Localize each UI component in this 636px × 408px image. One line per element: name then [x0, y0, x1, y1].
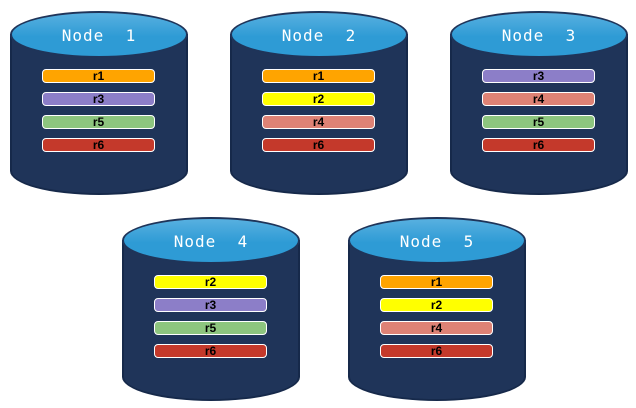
- node-label: Node 1: [61, 26, 137, 45]
- cylinder-top-ellipse: Node 4: [122, 217, 300, 264]
- replica-label: r1: [430, 275, 443, 289]
- replica-label: r6: [430, 344, 443, 358]
- replica-bar: r1: [380, 275, 493, 289]
- replica-bar: r1: [42, 69, 155, 83]
- cylinder-body: [348, 240, 526, 401]
- replica-bar: r6: [380, 344, 493, 358]
- database-node-2: Node 2 r1 r2 r4 r6: [230, 11, 408, 195]
- replica-label: r3: [204, 298, 217, 312]
- replica-label: r1: [92, 69, 105, 83]
- cylinder-body: [450, 34, 628, 195]
- cylinder-body: [230, 34, 408, 195]
- replica-label: r2: [204, 275, 217, 289]
- replica-label: r3: [532, 69, 545, 83]
- cylinder-body: [10, 34, 188, 195]
- replica-list: r1 r3 r5 r6: [42, 69, 155, 152]
- cylinder-top-ellipse: Node 2: [230, 11, 408, 58]
- replica-label: r4: [312, 115, 325, 129]
- replica-bar: r1: [262, 69, 375, 83]
- replica-label: r5: [532, 115, 545, 129]
- node-label: Node 3: [501, 26, 577, 45]
- replica-bar: r5: [42, 115, 155, 129]
- replica-label: r6: [92, 138, 105, 152]
- replica-label: r6: [204, 344, 217, 358]
- replica-bar: r6: [154, 344, 267, 358]
- replica-bar: r5: [482, 115, 595, 129]
- replica-label: r6: [532, 138, 545, 152]
- replica-bar: r6: [42, 138, 155, 152]
- replica-label: r4: [532, 92, 545, 106]
- replica-bar: r5: [154, 321, 267, 335]
- replica-label: r6: [312, 138, 325, 152]
- replica-list: r3 r4 r5 r6: [482, 69, 595, 152]
- database-node-1: Node 1 r1 r3 r5 r6: [10, 11, 188, 195]
- replica-bar: r2: [154, 275, 267, 289]
- replica-bar: r2: [380, 298, 493, 312]
- node-label: Node 4: [173, 232, 249, 251]
- replica-list: r2 r3 r5 r6: [154, 275, 267, 358]
- database-node-3: Node 3 r3 r4 r5 r6: [450, 11, 628, 195]
- replica-bar: r4: [262, 115, 375, 129]
- cylinder-top-ellipse: Node 3: [450, 11, 628, 58]
- cylinder-top-ellipse: Node 1: [10, 11, 188, 58]
- replica-label: r2: [430, 298, 443, 312]
- replica-bar: r4: [482, 92, 595, 106]
- replica-bar: r4: [380, 321, 493, 335]
- replica-bar: r2: [262, 92, 375, 106]
- cylinder-top-ellipse: Node 5: [348, 217, 526, 264]
- node-label: Node 2: [281, 26, 357, 45]
- replica-bar: r3: [482, 69, 595, 83]
- replica-bar: r6: [482, 138, 595, 152]
- database-node-5: Node 5 r1 r2 r4 r6: [348, 217, 526, 401]
- replica-list: r1 r2 r4 r6: [380, 275, 493, 358]
- replica-label: r4: [430, 321, 443, 335]
- replica-bar: r6: [262, 138, 375, 152]
- database-node-4: Node 4 r2 r3 r5 r6: [122, 217, 300, 401]
- replica-label: r5: [204, 321, 217, 335]
- replica-label: r1: [312, 69, 325, 83]
- replica-label: r3: [92, 92, 105, 106]
- replica-bar: r3: [154, 298, 267, 312]
- cylinder-body: [122, 240, 300, 401]
- replica-bar: r3: [42, 92, 155, 106]
- node-label: Node 5: [399, 232, 475, 251]
- replica-label: r2: [312, 92, 325, 106]
- replica-label: r5: [92, 115, 105, 129]
- replica-list: r1 r2 r4 r6: [262, 69, 375, 152]
